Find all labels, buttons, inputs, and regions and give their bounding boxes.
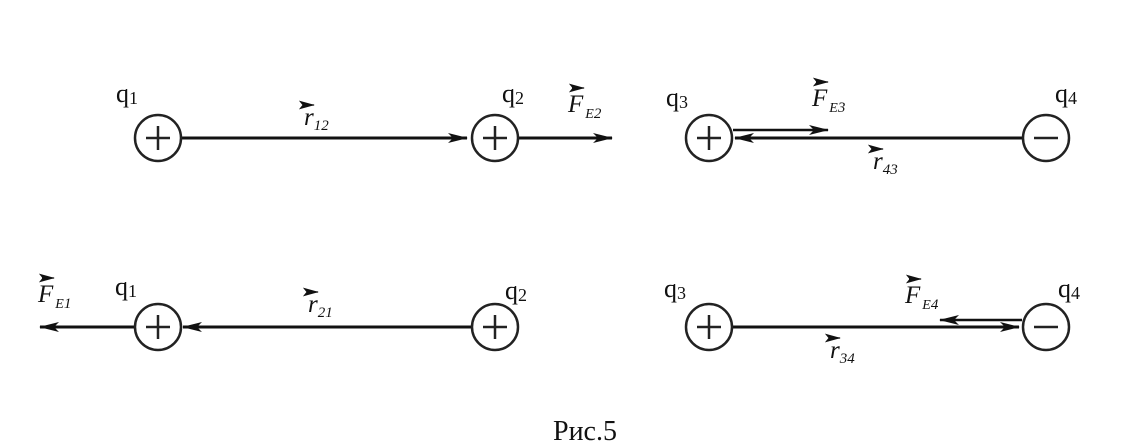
charge-q1-bottom [133, 302, 183, 352]
q4-label-top: q4 [1055, 79, 1077, 108]
q3-label-top: q3 [666, 83, 688, 112]
svg-text:FE3: FE3 [811, 85, 845, 116]
q3-label-bottom: q3 [664, 274, 686, 303]
charge-q3-top [684, 113, 734, 163]
charge-q1-top [133, 113, 183, 163]
charge-q2-top [470, 113, 520, 163]
svg-text:r21: r21 [308, 291, 333, 321]
charge-q2-bottom [470, 302, 520, 352]
svg-text:FE4: FE4 [904, 282, 939, 313]
svg-text:r43: r43 [873, 148, 898, 178]
q1-label-top: q1 [116, 79, 138, 108]
r34-label: r34 [824, 333, 855, 367]
svg-text:r12: r12 [304, 104, 329, 134]
q1-label-bottom: q1 [115, 272, 137, 301]
q4-label-bottom: q4 [1058, 274, 1080, 303]
figure-caption: Рис.5 [553, 416, 617, 446]
svg-text:FE1: FE1 [37, 281, 71, 312]
svg-text:r34: r34 [830, 337, 855, 367]
charge-q3-bottom [684, 302, 734, 352]
charge-q4-bottom [1021, 302, 1071, 352]
charge-q4-top [1021, 113, 1071, 163]
svg-text:FE2: FE2 [567, 91, 602, 122]
r12-label: r12 [298, 100, 329, 134]
r43-label: r43 [867, 144, 898, 178]
q2-label-bottom: q2 [505, 276, 527, 305]
r21-label: r21 [302, 287, 333, 321]
q2-label-top: q2 [502, 79, 524, 108]
